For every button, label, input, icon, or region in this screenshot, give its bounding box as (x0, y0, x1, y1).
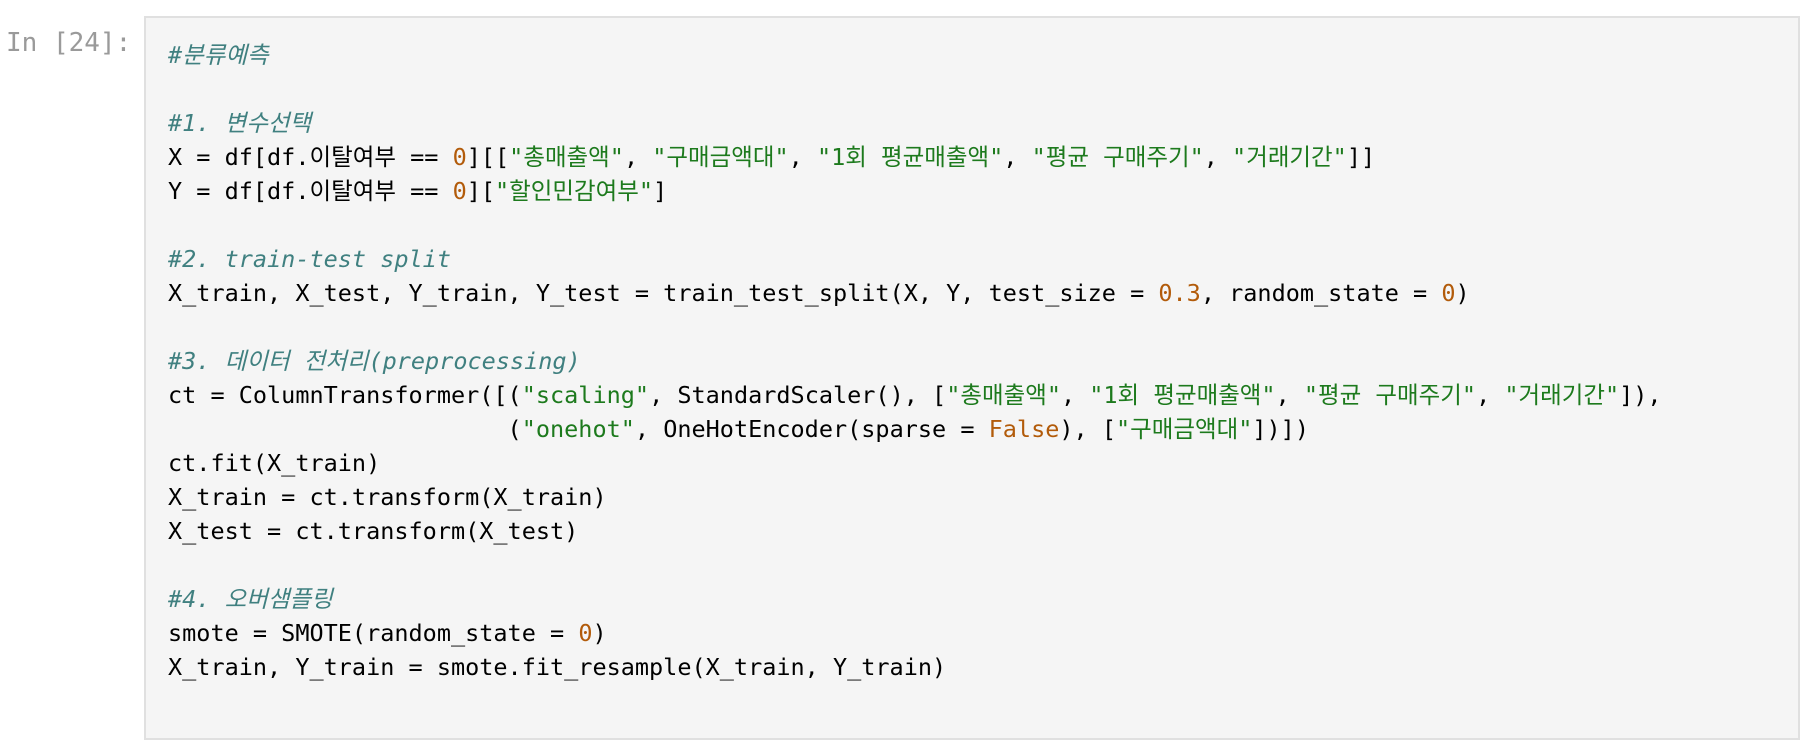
code-string: "거래기간" (1504, 381, 1620, 409)
code-comment: #2. train-test split (168, 245, 451, 273)
code-number: 0.3 (1158, 279, 1201, 307)
code-number: 0 (1441, 279, 1456, 307)
code-line: #4. 오버샘플링 (168, 582, 1662, 616)
code-string: "onehot" (521, 415, 635, 443)
code-string: "할인민감여부" (495, 177, 654, 205)
code-keyword: False (988, 415, 1060, 443)
code-text: smote = SMOTE(random_state = (168, 619, 579, 647)
code-line: #2. train-test split (168, 242, 1662, 276)
code-text: , (1060, 381, 1090, 409)
code-string: "1회 평균매출액" (816, 143, 1004, 171)
code-number: 0 (578, 619, 593, 647)
code-text: ] (653, 177, 668, 205)
code-text: , (1203, 143, 1233, 171)
code-line: X_test = ct.transform(X_test) (168, 514, 1662, 548)
code-string: "구매금액대" (652, 143, 789, 171)
code-text: ])]) (1252, 415, 1309, 443)
code-text: ), [ (1059, 415, 1116, 443)
blank-line (168, 548, 1662, 582)
blank-line (168, 310, 1662, 344)
code-text: ]), (1619, 381, 1662, 409)
code-comment: #4. 오버샘플링 (168, 585, 333, 613)
code-text: X_train, Y_train = smote.fit_resample(X_… (168, 653, 947, 681)
code-text: , random_state = (1200, 279, 1442, 307)
code-line: X = df[df.이탈여부 == 0][["총매출액", "구매금액대", "… (168, 140, 1662, 174)
code-string: "거래기간" (1232, 143, 1347, 171)
code-text: X_train, X_test, Y_train, Y_test = train… (168, 279, 1159, 307)
code-number: 0 (452, 177, 467, 205)
code-line: ("onehot", OneHotEncoder(sparse = False)… (168, 412, 1662, 446)
code-text: , (1003, 143, 1032, 171)
code-line: X_train = ct.transform(X_train) (168, 480, 1662, 514)
code-text: , (1275, 381, 1304, 409)
code-text: ct.fit(X_train) (168, 449, 381, 477)
blank-line (168, 208, 1662, 242)
code-text: ct = ColumnTransformer([( (168, 381, 522, 409)
code-text: , (788, 143, 817, 171)
code-string: "구매금액대" (1115, 415, 1253, 443)
code-text: ][[ (466, 143, 510, 171)
code-comment: #3. 데이터 전처리(preprocessing) (168, 347, 581, 375)
code-line: Y = df[df.이탈여부 == 0]["할인민감여부"] (168, 174, 1662, 208)
code-comment: #분류예측 (168, 41, 269, 69)
code-text: X = df[df.이탈여부 == (168, 143, 453, 171)
code-string: "평균 구매주기" (1303, 381, 1477, 409)
code-line: smote = SMOTE(random_state = 0) (168, 616, 1662, 650)
code-text: , (623, 143, 653, 171)
code-text: , OneHotEncoder(sparse = (634, 415, 989, 443)
input-prompt: In [24]: (6, 28, 132, 58)
code-line: ct = ColumnTransformer([("scaling", Stan… (168, 378, 1662, 412)
code-line: #3. 데이터 전처리(preprocessing) (168, 344, 1662, 378)
code-comment: #1. 변수선택 (168, 109, 312, 137)
code-line: #1. 변수선택 (168, 106, 1662, 140)
code-string: "평균 구매주기" (1031, 143, 1204, 171)
code-line: X_train, X_test, Y_train, Y_test = train… (168, 276, 1662, 310)
code-string: "총매출액" (946, 381, 1061, 409)
code-text: X_test = ct.transform(X_test) (168, 517, 579, 545)
code-string: "scaling" (521, 381, 650, 409)
code-text: Y = df[df.이탈여부 == (168, 177, 453, 205)
code-text: X_train = ct.transform(X_train) (168, 483, 607, 511)
blank-line (168, 72, 1662, 106)
code-text: ) (1455, 279, 1470, 307)
code-line: #분류예측 (168, 38, 1662, 72)
code-string: "총매출액" (509, 143, 624, 171)
code-line: ct.fit(X_train) (168, 446, 1662, 480)
code-line: X_train, Y_train = smote.fit_resample(X_… (168, 650, 1662, 684)
code-text: ][ (466, 177, 496, 205)
code-text: , (1476, 381, 1505, 409)
code-text: , StandardScaler(), [ (649, 381, 947, 409)
code-text: ]] (1346, 143, 1376, 171)
code-text: ( (168, 415, 522, 443)
code-number: 0 (452, 143, 467, 171)
code-text: ) (592, 619, 607, 647)
code-string: "1회 평균매출액" (1089, 381, 1276, 409)
